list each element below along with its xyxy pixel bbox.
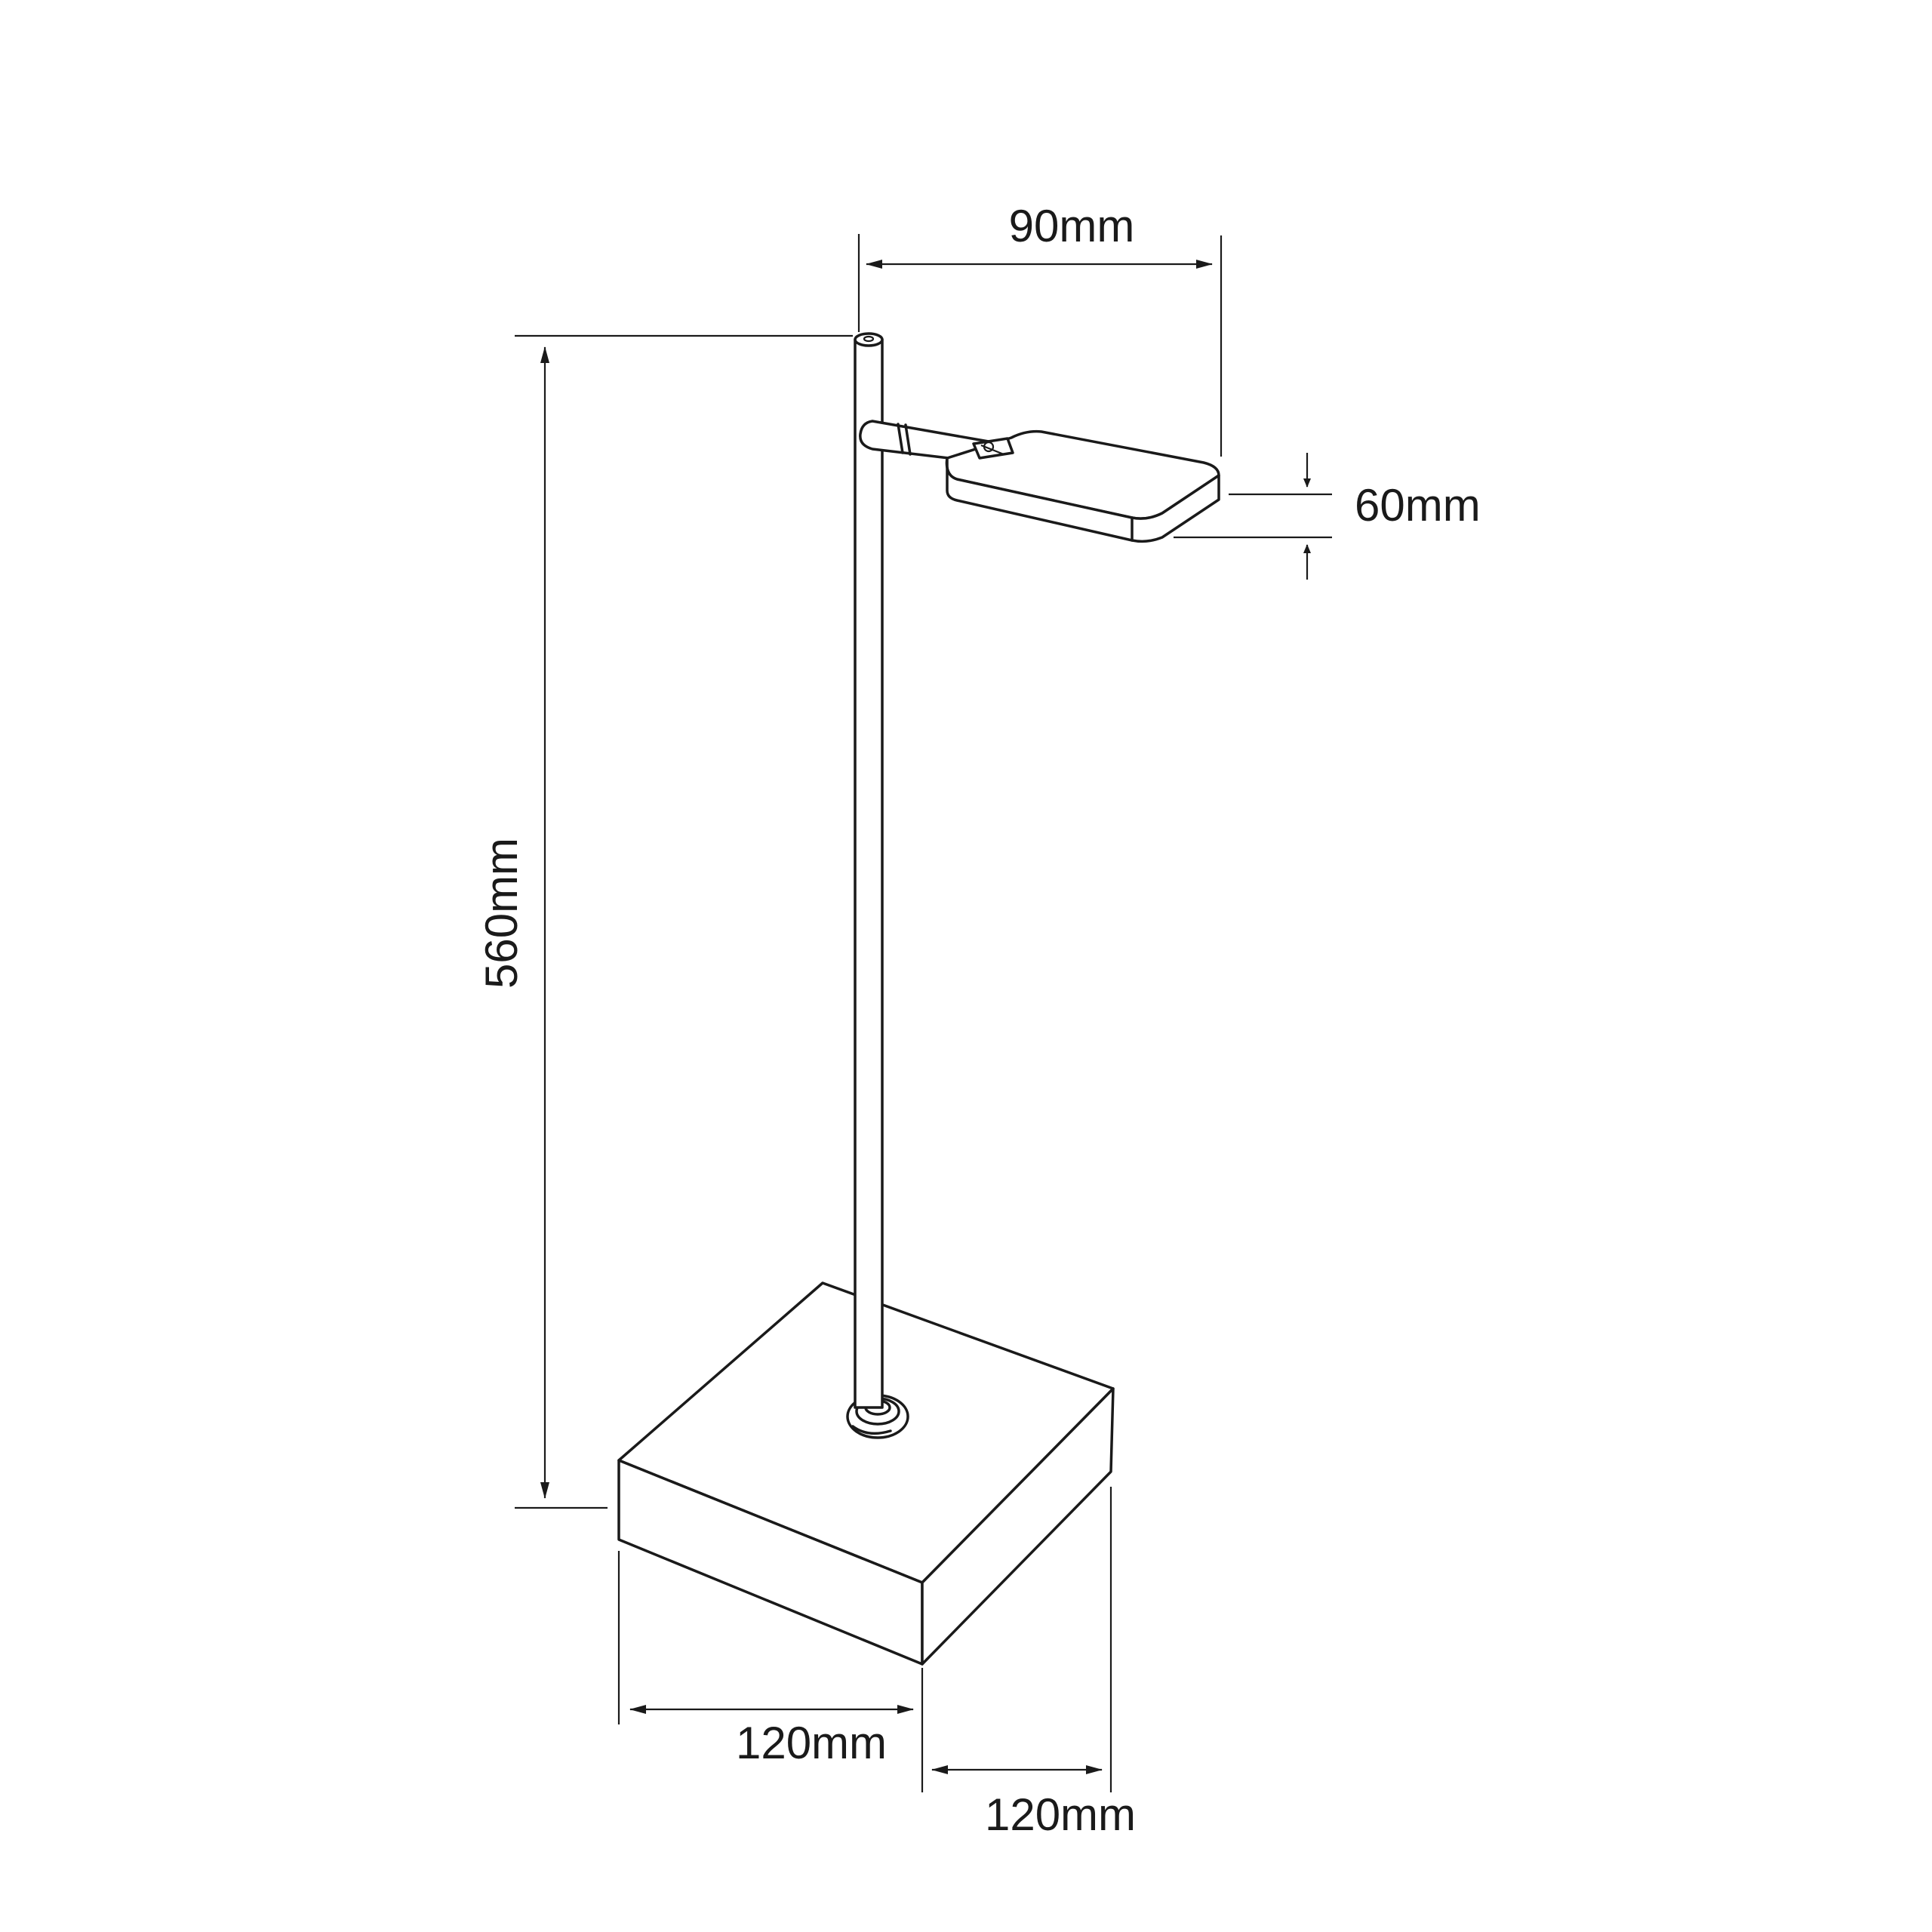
label-head-height: 60mm <box>1355 480 1481 531</box>
label-head-width: 90mm <box>1009 201 1135 251</box>
dimension-total-height: 560mm <box>476 334 853 1509</box>
label-base-width: 120mm <box>736 1718 887 1768</box>
dimension-head-width: 90mm <box>857 201 1223 457</box>
dimension-base-depth: 120mm <box>931 1487 1136 1840</box>
label-total-height: 560mm <box>476 838 527 989</box>
lamp-head <box>859 420 1220 543</box>
dimension-head-height: 60mm <box>1174 453 1481 580</box>
lamp-pole <box>854 332 884 1409</box>
label-base-depth: 120mm <box>985 1789 1136 1840</box>
dimension-base-width: 120mm <box>617 1551 924 1792</box>
